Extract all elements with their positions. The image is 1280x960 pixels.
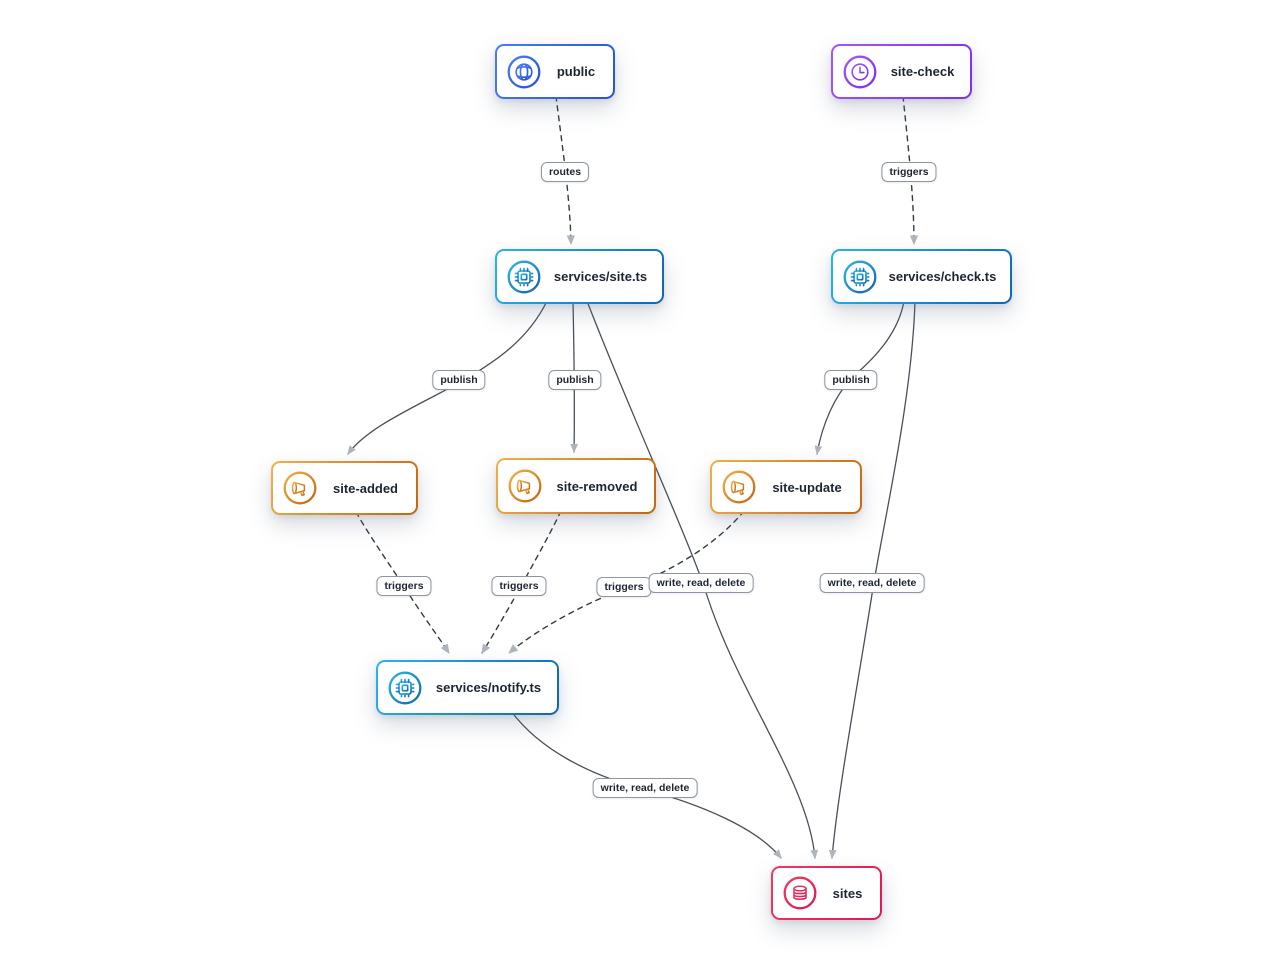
cpu-icon: [507, 260, 541, 293]
node-services-notify[interactable]: services/notify.ts: [376, 660, 559, 715]
node-label: services/notify.ts: [435, 680, 542, 695]
node-label: public: [556, 64, 596, 79]
node-site-check[interactable]: site-check: [831, 44, 972, 99]
megaphone-icon: [722, 470, 756, 504]
edge-label-write-read-delete: write, read, delete: [592, 778, 698, 798]
node-site-removed[interactable]: site-removed: [496, 458, 656, 514]
node-site-update[interactable]: site-update: [710, 460, 862, 514]
node-label: site-added: [332, 480, 398, 496]
edge-label-write-read-delete: write, read, delete: [819, 573, 925, 593]
edge-label-routes: routes: [540, 162, 590, 182]
node-label: site-removed: [556, 478, 638, 494]
edge-label-triggers: triggers: [881, 162, 937, 182]
edge-label-publish: publish: [824, 370, 878, 390]
globe-icon: [507, 55, 541, 88]
edge-label-triggers: triggers: [376, 576, 432, 596]
edge-label-publish: publish: [432, 370, 486, 390]
node-label: site-check: [890, 64, 955, 79]
node-site-added[interactable]: site-added: [271, 461, 418, 515]
cpu-icon: [388, 671, 422, 704]
node-sites[interactable]: sites: [771, 866, 882, 920]
edge-label-triggers: triggers: [596, 577, 652, 597]
clock-icon: [843, 55, 877, 88]
cpu-icon: [843, 260, 877, 293]
node-label: services/site.ts: [553, 269, 648, 284]
megaphone-icon: [283, 471, 317, 505]
database-icon: [783, 876, 817, 910]
node-label: site-update: [772, 479, 842, 495]
edge-site-removed-to-services-notify: [481, 510, 562, 654]
edge-label-triggers: triggers: [491, 576, 547, 596]
edge-label-publish: publish: [548, 370, 602, 390]
node-public[interactable]: public: [495, 44, 615, 99]
node-services-check[interactable]: services/check.ts: [831, 249, 1012, 304]
megaphone-icon: [508, 469, 542, 503]
node-services-site[interactable]: services/site.ts: [495, 249, 664, 304]
node-label: services/check.ts: [888, 269, 997, 284]
edge-label-write-read-delete: write, read, delete: [648, 573, 754, 593]
node-label: sites: [832, 885, 863, 901]
